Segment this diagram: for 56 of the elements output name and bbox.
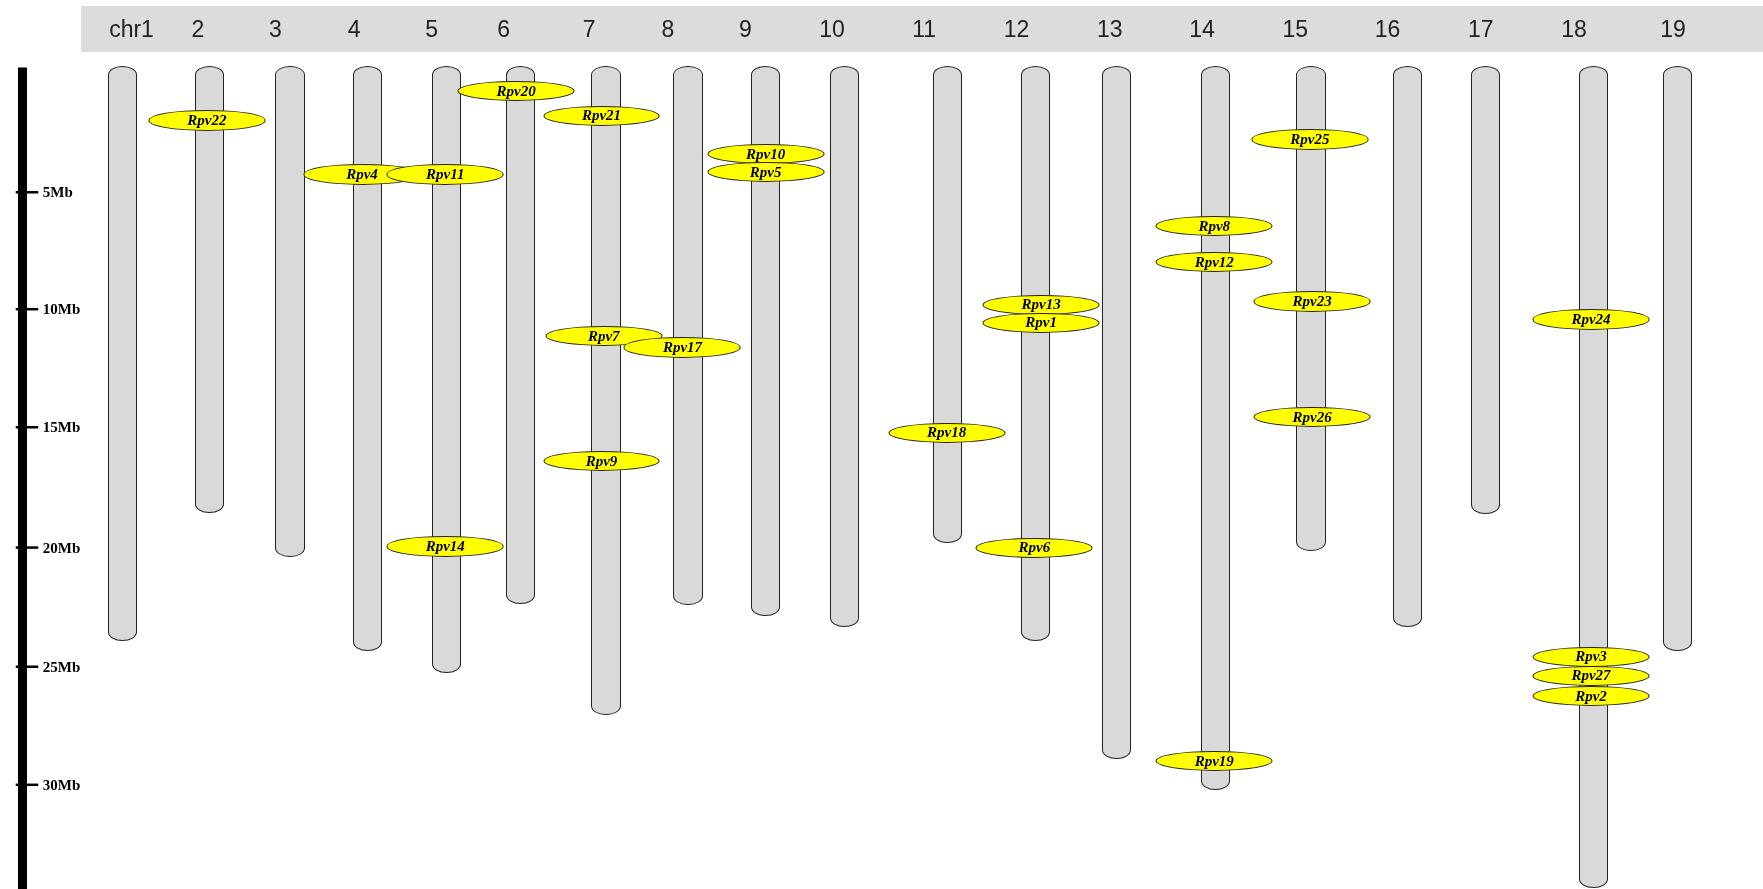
locus-marker: Rpv2 (1532, 685, 1650, 707)
chromosome-label: 3 (269, 15, 282, 43)
locus-marker: Rpv11 (386, 164, 504, 185)
locus-marker: Rpv18 (888, 422, 1006, 443)
locus-marker: Rpv3 (1532, 646, 1650, 667)
axis-label: 10Mb (42, 300, 81, 318)
locus-marker: Rpv26 (1253, 407, 1371, 428)
locus-marker: Rpv23 (1253, 291, 1371, 312)
locus-marker: Rpv7 (545, 326, 663, 347)
locus-marker: Rpv21 (543, 105, 660, 126)
axis-label: 30Mb (42, 776, 81, 794)
chromosome-label: 13 (1096, 15, 1123, 43)
chromosome-label: 11 (912, 15, 937, 43)
chromosome-label: 19 (1660, 15, 1686, 43)
locus-marker: Rpv14 (386, 536, 504, 557)
chromosome-label: 5 (425, 15, 439, 43)
locus-marker: Rpv13 (982, 294, 1100, 315)
chromosome-bar (107, 66, 138, 641)
locus-marker: Rpv5 (707, 161, 825, 183)
locus-marker: Rpv12 (1155, 251, 1273, 273)
locus-marker: Rpv8 (1155, 215, 1273, 237)
chromosome-label: 18 (1561, 15, 1587, 43)
chromosome-label: 6 (497, 15, 511, 43)
chromosome-label: chr1 (109, 15, 154, 43)
chromosome-label: 12 (1003, 15, 1030, 43)
locus-marker: Rpv27 (1532, 665, 1650, 686)
chromosome-label: 16 (1374, 15, 1401, 43)
locus-marker: Rpv24 (1532, 309, 1650, 330)
chromosome-bar (1662, 66, 1693, 651)
axis-label: 25Mb (42, 658, 81, 676)
locus-marker: Rpv6 (975, 537, 1093, 558)
chromosome-label: 7 (582, 15, 596, 43)
locus-marker: Rpv25 (1251, 129, 1369, 150)
locus-marker: Rpv22 (148, 110, 266, 131)
chromosome-bar (1470, 66, 1500, 514)
locus-marker: Rpv9 (543, 450, 660, 472)
locus-marker: Rpv1 (982, 312, 1100, 333)
chromosome-label: 14 (1189, 15, 1215, 43)
chromosome-bar (829, 66, 859, 628)
locus-marker: Rpv10 (707, 143, 825, 165)
chromosome-bar (275, 66, 305, 557)
chromosome-label: 17 (1468, 15, 1494, 43)
chromosome-label: 9 (739, 15, 752, 43)
chromosome-bar (1101, 66, 1132, 759)
locus-marker: Rpv19 (1155, 751, 1273, 772)
chromosome-label: 4 (347, 15, 361, 43)
chromosome-label: 8 (661, 15, 675, 43)
chromosome-bar (1393, 66, 1423, 628)
locus-marker: Rpv17 (624, 337, 741, 358)
chromosome-label: 2 (191, 15, 205, 43)
axis-label: 5Mb (42, 183, 73, 201)
chromosome-label: 10 (819, 15, 845, 43)
locus-marker: Rpv20 (457, 80, 575, 102)
axis-label: 15Mb (42, 418, 81, 436)
axis-label: 20Mb (42, 539, 81, 557)
chromosome-label: 15 (1282, 15, 1309, 43)
